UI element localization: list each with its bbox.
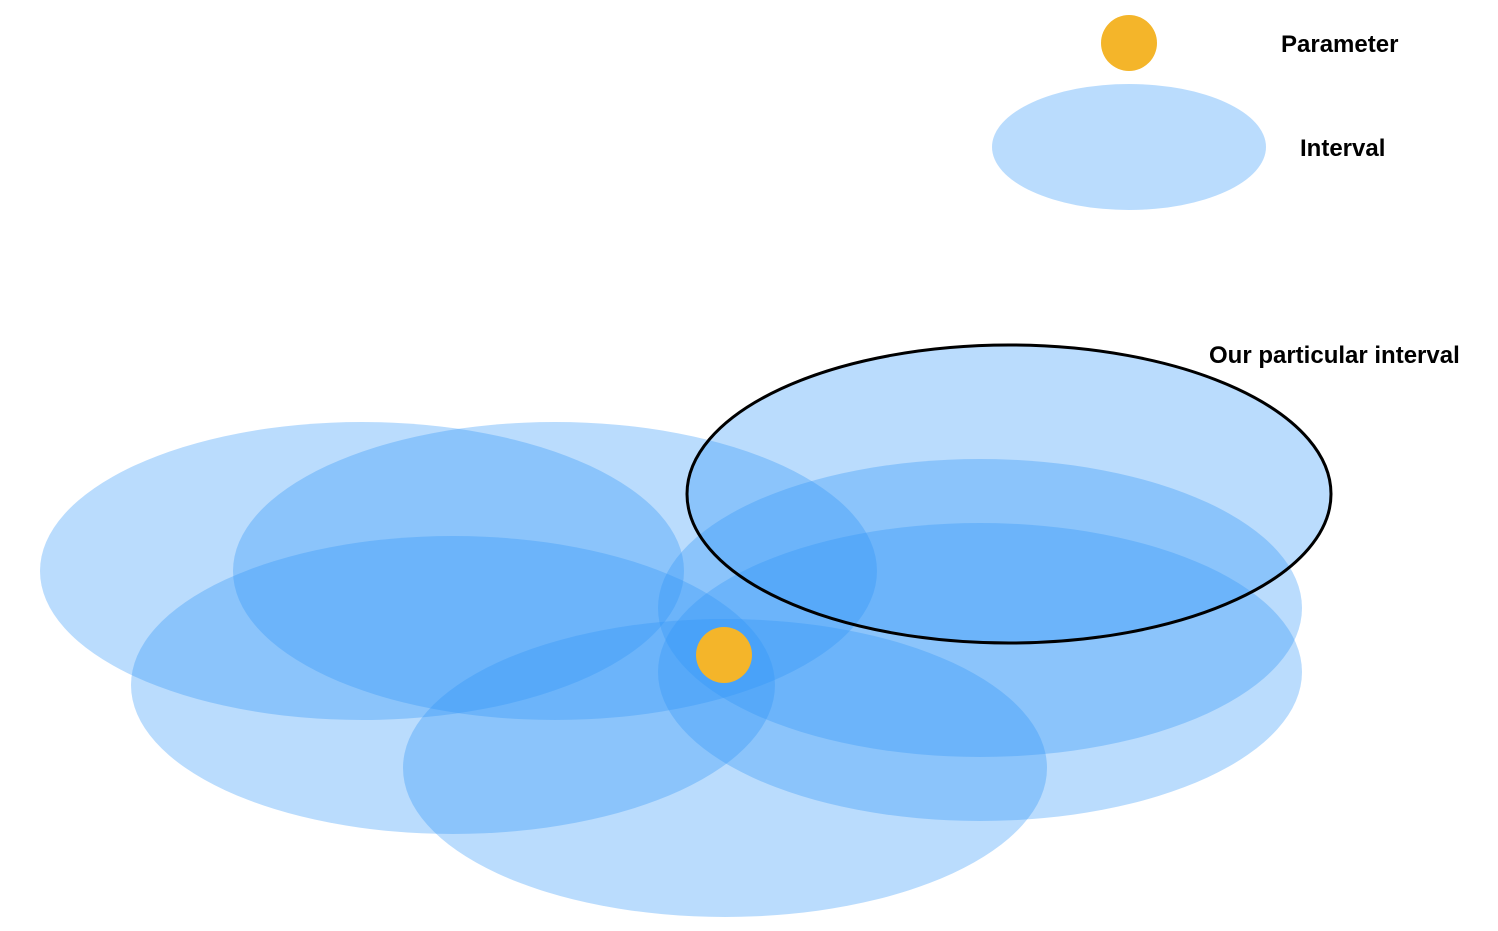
intervals-group [40,343,1333,917]
legend-interval-label: Interval [1300,135,1385,162]
legend-parameter-label: Parameter [1281,31,1398,58]
parameter-marker [696,627,752,683]
interval-ellipse [40,422,684,720]
legend-parameter-icon [1101,15,1157,71]
legend-interval-icon [992,84,1266,210]
legend: Parameter Interval [992,15,1398,210]
interval-ellipse [658,523,1302,821]
highlighted-interval-ellipse [685,343,1333,645]
interval-ellipse [658,459,1302,757]
highlighted-interval-label: Our particular interval [1209,342,1460,369]
interval-ellipse [403,619,1047,917]
interval-ellipse [131,536,775,834]
